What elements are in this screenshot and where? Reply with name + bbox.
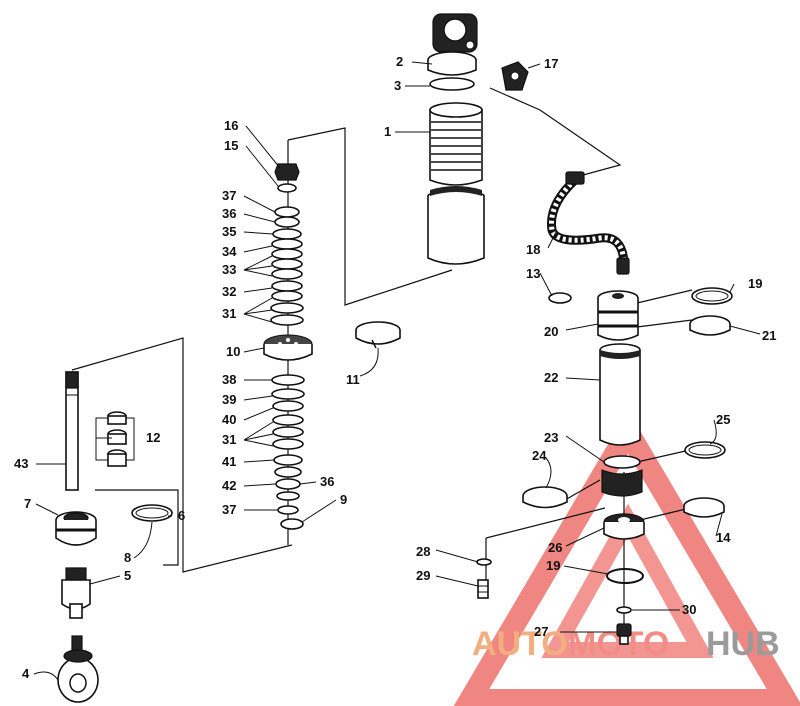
label-17: 17: [544, 56, 558, 71]
label-27: 27: [534, 624, 548, 639]
label-25: 25: [716, 412, 730, 427]
watermark-auto-text: AUTO: [472, 625, 568, 663]
label-26: 26: [548, 540, 562, 555]
label-1: 1: [384, 124, 391, 139]
label-15: 15: [224, 138, 238, 153]
label-37-top: 37: [222, 188, 236, 203]
watermark-triangle-outer: [453, 410, 800, 706]
label-29: 29: [416, 568, 430, 583]
watermark-logo: AUTO MOTO HUB: [453, 410, 800, 706]
top-eye-mount: [427, 13, 478, 76]
watermark-triangle-inner: [541, 503, 714, 658]
label-24: 24: [532, 448, 547, 463]
label-33: 33: [222, 262, 236, 277]
label-34: 34: [222, 244, 237, 259]
label-38: 38: [222, 372, 236, 387]
part-22-reservoir-body: [599, 343, 641, 446]
label-14: 14: [716, 530, 731, 545]
label-22: 22: [544, 370, 558, 385]
label-21: 21: [762, 328, 776, 343]
label-31-top: 31: [222, 306, 236, 321]
part-14-ring: [683, 497, 725, 518]
part-43-shaft: [65, 371, 79, 491]
part-8-ring: [131, 504, 173, 522]
label-10: 10: [226, 344, 240, 359]
valve-stack: [263, 163, 313, 530]
label-18: 18: [526, 242, 540, 257]
label-7: 7: [24, 496, 31, 511]
label-28: 28: [416, 544, 430, 559]
label-40: 40: [222, 412, 236, 427]
label-4: 4: [22, 666, 30, 681]
part-21-ring: [689, 315, 731, 336]
label-6: 6: [178, 508, 185, 523]
label-20: 20: [544, 324, 558, 339]
label-35: 35: [222, 224, 236, 239]
label-9: 9: [340, 492, 347, 507]
part-23-piston: [601, 455, 643, 497]
part-11-split-ring: [355, 321, 401, 349]
label-36-top: 36: [222, 206, 236, 221]
part-13-oring: [548, 292, 572, 304]
label-39: 39: [222, 392, 236, 407]
label-37-bottom: 37: [222, 502, 236, 517]
part-28-washer: [476, 558, 492, 566]
label-11: 11: [346, 372, 360, 387]
label-13: 13: [526, 266, 540, 281]
part-18-hose: [546, 171, 630, 275]
part-27-valve: [616, 623, 632, 645]
part-3-ring: [429, 77, 475, 91]
label-3: 3: [394, 78, 401, 93]
label-42: 42: [222, 478, 236, 493]
label-leaders: [33, 61, 761, 681]
label-19-bottom: 19: [546, 558, 560, 573]
part-30-washer: [616, 606, 632, 614]
part-29-screw: [477, 579, 489, 599]
part-12-bushings: [95, 411, 135, 467]
label-12: 12: [146, 430, 160, 445]
part-26-end-cap: [603, 513, 645, 540]
part-4-eye: [57, 635, 99, 703]
part-5-bumper: [61, 567, 91, 619]
label-16: 16: [224, 118, 238, 133]
part-25-ring: [684, 441, 726, 459]
label-5: 5: [124, 568, 131, 583]
label-31-bottom: 31: [222, 432, 236, 447]
watermark-hub-text: HUB: [706, 625, 780, 663]
part-24-ring: [522, 486, 568, 509]
part-1-body: [427, 102, 485, 265]
label-19-top: 19: [748, 276, 762, 291]
label-2: 2: [396, 54, 403, 69]
label-32: 32: [222, 284, 236, 299]
label-23: 23: [544, 430, 558, 445]
part-17-fitting: [501, 61, 529, 91]
part-19-oring-upper: [691, 287, 733, 305]
label-43: 43: [14, 456, 28, 471]
label-30: 30: [682, 602, 696, 617]
label-8: 8: [124, 550, 131, 565]
label-36-bottom: 36: [320, 474, 334, 489]
label-41: 41: [222, 454, 236, 469]
part-labels: 2 3 1 17 16 15 37 36 35 34 33 32 31 10 1…: [14, 54, 776, 681]
part-19-snap-ring: [606, 568, 644, 584]
part-7-seal-head: [55, 511, 97, 546]
part-20-reservoir-cap: [597, 290, 639, 341]
